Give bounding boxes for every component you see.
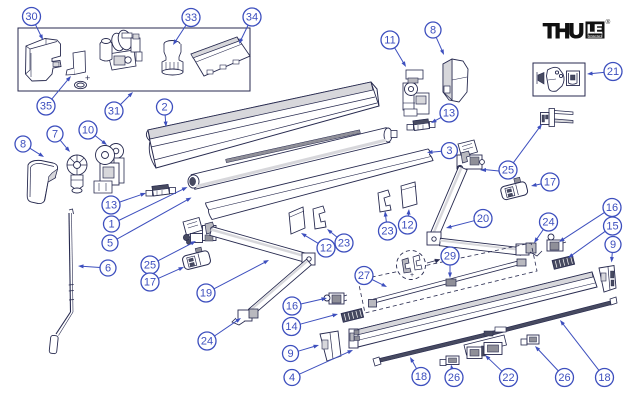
svg-text:16: 16 [606,202,618,214]
svg-text:17: 17 [544,176,556,188]
svg-text:13: 13 [443,107,455,119]
svg-text:1: 1 [108,218,114,230]
svg-text:26: 26 [558,372,570,384]
svg-text:29: 29 [444,250,456,262]
svg-text:8: 8 [430,24,436,36]
svg-text:35: 35 [40,100,52,112]
svg-text:®: ® [606,18,611,26]
svg-text:22: 22 [502,372,514,384]
svg-text:24: 24 [542,216,554,228]
svg-text:7: 7 [52,128,58,140]
svg-text:18: 18 [598,372,610,384]
svg-text:10: 10 [82,124,94,136]
svg-text:12: 12 [401,219,413,231]
svg-text:2: 2 [161,101,167,113]
svg-text:15: 15 [606,220,618,232]
svg-text:25: 25 [502,164,514,176]
svg-text:19: 19 [200,287,212,299]
svg-text:4: 4 [289,372,295,384]
svg-text:27: 27 [358,270,370,282]
svg-text:33: 33 [185,12,197,24]
svg-text:+: + [85,73,90,83]
svg-text:17: 17 [144,276,156,288]
svg-text:26: 26 [448,372,460,384]
svg-text:9: 9 [287,348,293,360]
svg-text:25: 25 [144,259,156,271]
svg-text:23: 23 [338,237,350,249]
svg-text:THU: THU [543,19,584,43]
svg-text:3: 3 [446,145,452,157]
svg-text:6: 6 [105,262,111,274]
svg-text:34: 34 [246,11,258,23]
svg-text:+: + [410,272,414,279]
svg-text:13: 13 [105,199,117,211]
svg-text:16: 16 [286,300,298,312]
svg-text:30: 30 [25,11,37,23]
svg-text:21: 21 [607,66,619,78]
svg-text:SWEDEN: SWEDEN [588,34,602,38]
svg-text:31: 31 [108,105,120,117]
svg-text:12: 12 [320,242,332,254]
svg-text:20: 20 [477,213,489,225]
svg-text:18: 18 [415,371,427,383]
svg-text:5: 5 [107,237,113,249]
svg-text:24: 24 [201,335,213,347]
svg-text:23: 23 [381,225,393,237]
svg-text:14: 14 [285,321,297,333]
svg-text:11: 11 [384,34,395,46]
svg-text:8: 8 [20,138,26,150]
svg-text:9: 9 [610,239,616,251]
